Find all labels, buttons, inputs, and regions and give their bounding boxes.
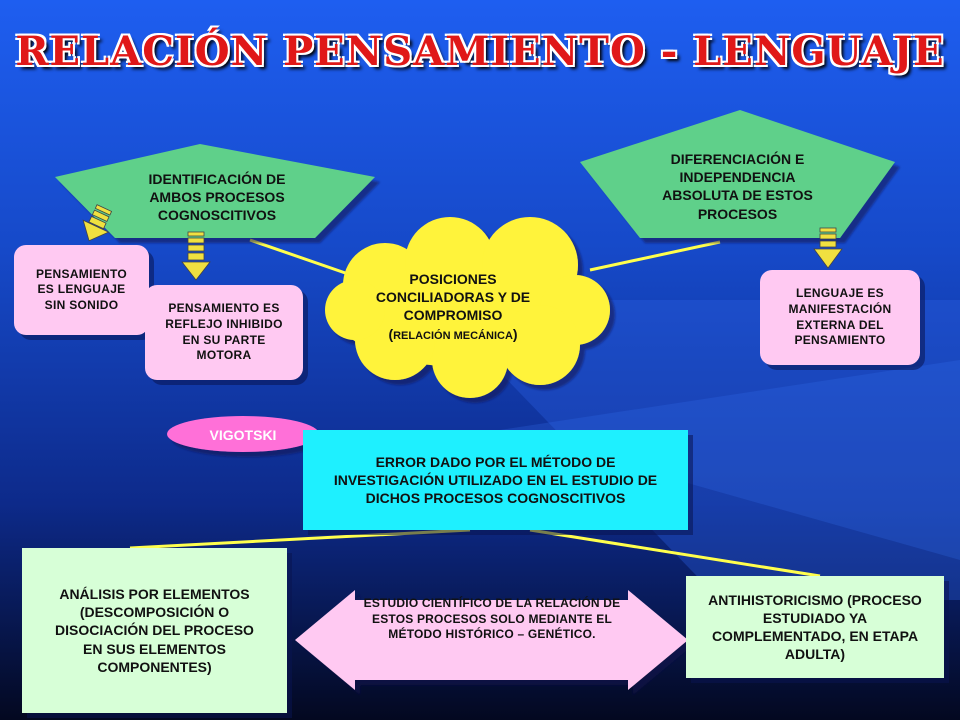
vigotski-label: VIGOTSKI bbox=[209, 427, 277, 443]
double-arrow-shape bbox=[295, 590, 688, 690]
identificacion-pentagon bbox=[55, 144, 375, 238]
pensamiento-lenguaje-box: PENSAMIENTO ES LENGUAJE SIN SONIDO bbox=[14, 245, 149, 335]
vigotski-ellipse bbox=[167, 416, 319, 452]
connector-line bbox=[529, 528, 821, 578]
posiciones-paren-open: ( bbox=[388, 325, 394, 342]
lenguaje-manifestacion-box: LENGUAJE ES MANIFESTACIÓN EXTERNA DEL PE… bbox=[760, 270, 920, 365]
posiciones-cloud bbox=[325, 217, 610, 398]
page-title: RELACIÓN PENSAMIENTO - LENGUAJE bbox=[15, 28, 945, 75]
antihistoricismo-box: ANTIHISTORICISMO (PROCESO ESTUDIADO YA C… bbox=[686, 576, 944, 678]
background-stripe bbox=[500, 360, 960, 560]
estudio-text: ESTUDIO CIENTÍFICO DE LA RELACIÓN DE EST… bbox=[363, 596, 621, 642]
posiciones-paren-close: ) bbox=[512, 325, 518, 342]
identificacion-text: IDENTIFICACIÓN DE AMBOS PROCESOS COGNOSC… bbox=[148, 171, 286, 224]
error-box: ERROR DADO POR EL MÉTODO DE INVESTIGACIÓ… bbox=[303, 430, 688, 530]
posiciones-small-text: RELACIÓN MECÁNICA bbox=[393, 329, 513, 342]
connector-line bbox=[589, 240, 721, 272]
posiciones-text: POSICIONES CONCILIADORAS Y DE COMPROMISO… bbox=[358, 270, 548, 343]
posiciones-main-text: POSICIONES CONCILIADORAS Y DE COMPROMISO bbox=[375, 271, 531, 324]
analisis-box: ANÁLISIS POR ELEMENTOS (DESCOMPOSICIÓN O… bbox=[22, 548, 287, 713]
diferenciacion-text: DIFERENCIACIÓN E INDEPENDENCIA ABSOLUTA … bbox=[662, 151, 813, 222]
down-arrow-icon bbox=[181, 231, 211, 281]
connector-line bbox=[129, 528, 471, 550]
down-arrow-icon bbox=[82, 204, 113, 242]
pensamiento-reflejo-box: PENSAMIENTO ES REFLEJO INHIBIDO EN SU PA… bbox=[145, 285, 303, 380]
diferenciacion-pentagon bbox=[580, 110, 895, 238]
down-arrow-icon bbox=[813, 227, 843, 269]
